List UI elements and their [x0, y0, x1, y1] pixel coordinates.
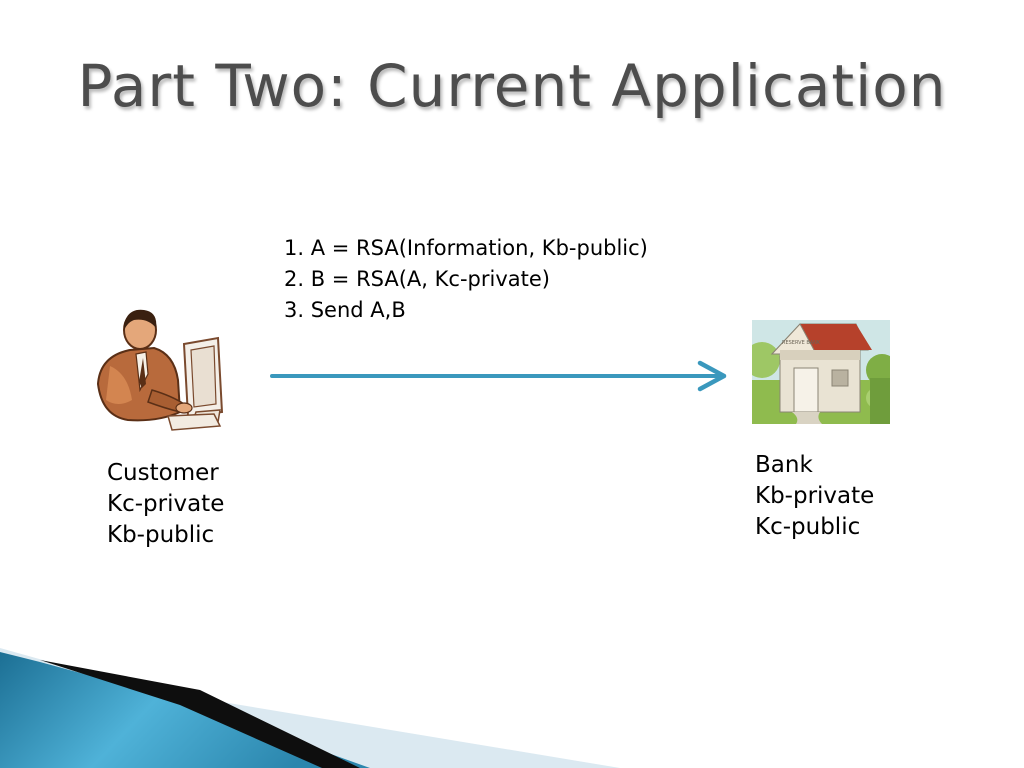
protocol-steps: 1. A = RSA(Information, Kb-public) 2. B … — [284, 233, 648, 326]
step-2: 2. B = RSA(A, Kc-private) — [284, 267, 550, 291]
step-1: 1. A = RSA(Information, Kb-public) — [284, 236, 648, 260]
bank-label: Bank Kb-private Kc-public — [755, 450, 874, 543]
person-at-computer-icon — [96, 309, 224, 431]
customer-label: Customer Kc-private Kb-public — [107, 458, 224, 551]
customer-public-key: Kb-public — [107, 522, 215, 548]
bank-building-icon: RESERVE BANK — [752, 320, 890, 424]
customer-name: Customer — [107, 460, 219, 486]
bank-sign: RESERVE BANK — [782, 340, 821, 346]
customer-private-key: Kc-private — [107, 491, 225, 517]
bank-public-key: Kc-public — [755, 514, 861, 540]
bank-name: Bank — [755, 452, 813, 478]
bank-private-key: Kb-private — [755, 483, 875, 509]
slide-title: Part Two: Current Application — [77, 52, 947, 120]
step-3: 3. Send A,B — [284, 298, 406, 322]
transmission-arrow — [270, 360, 727, 392]
